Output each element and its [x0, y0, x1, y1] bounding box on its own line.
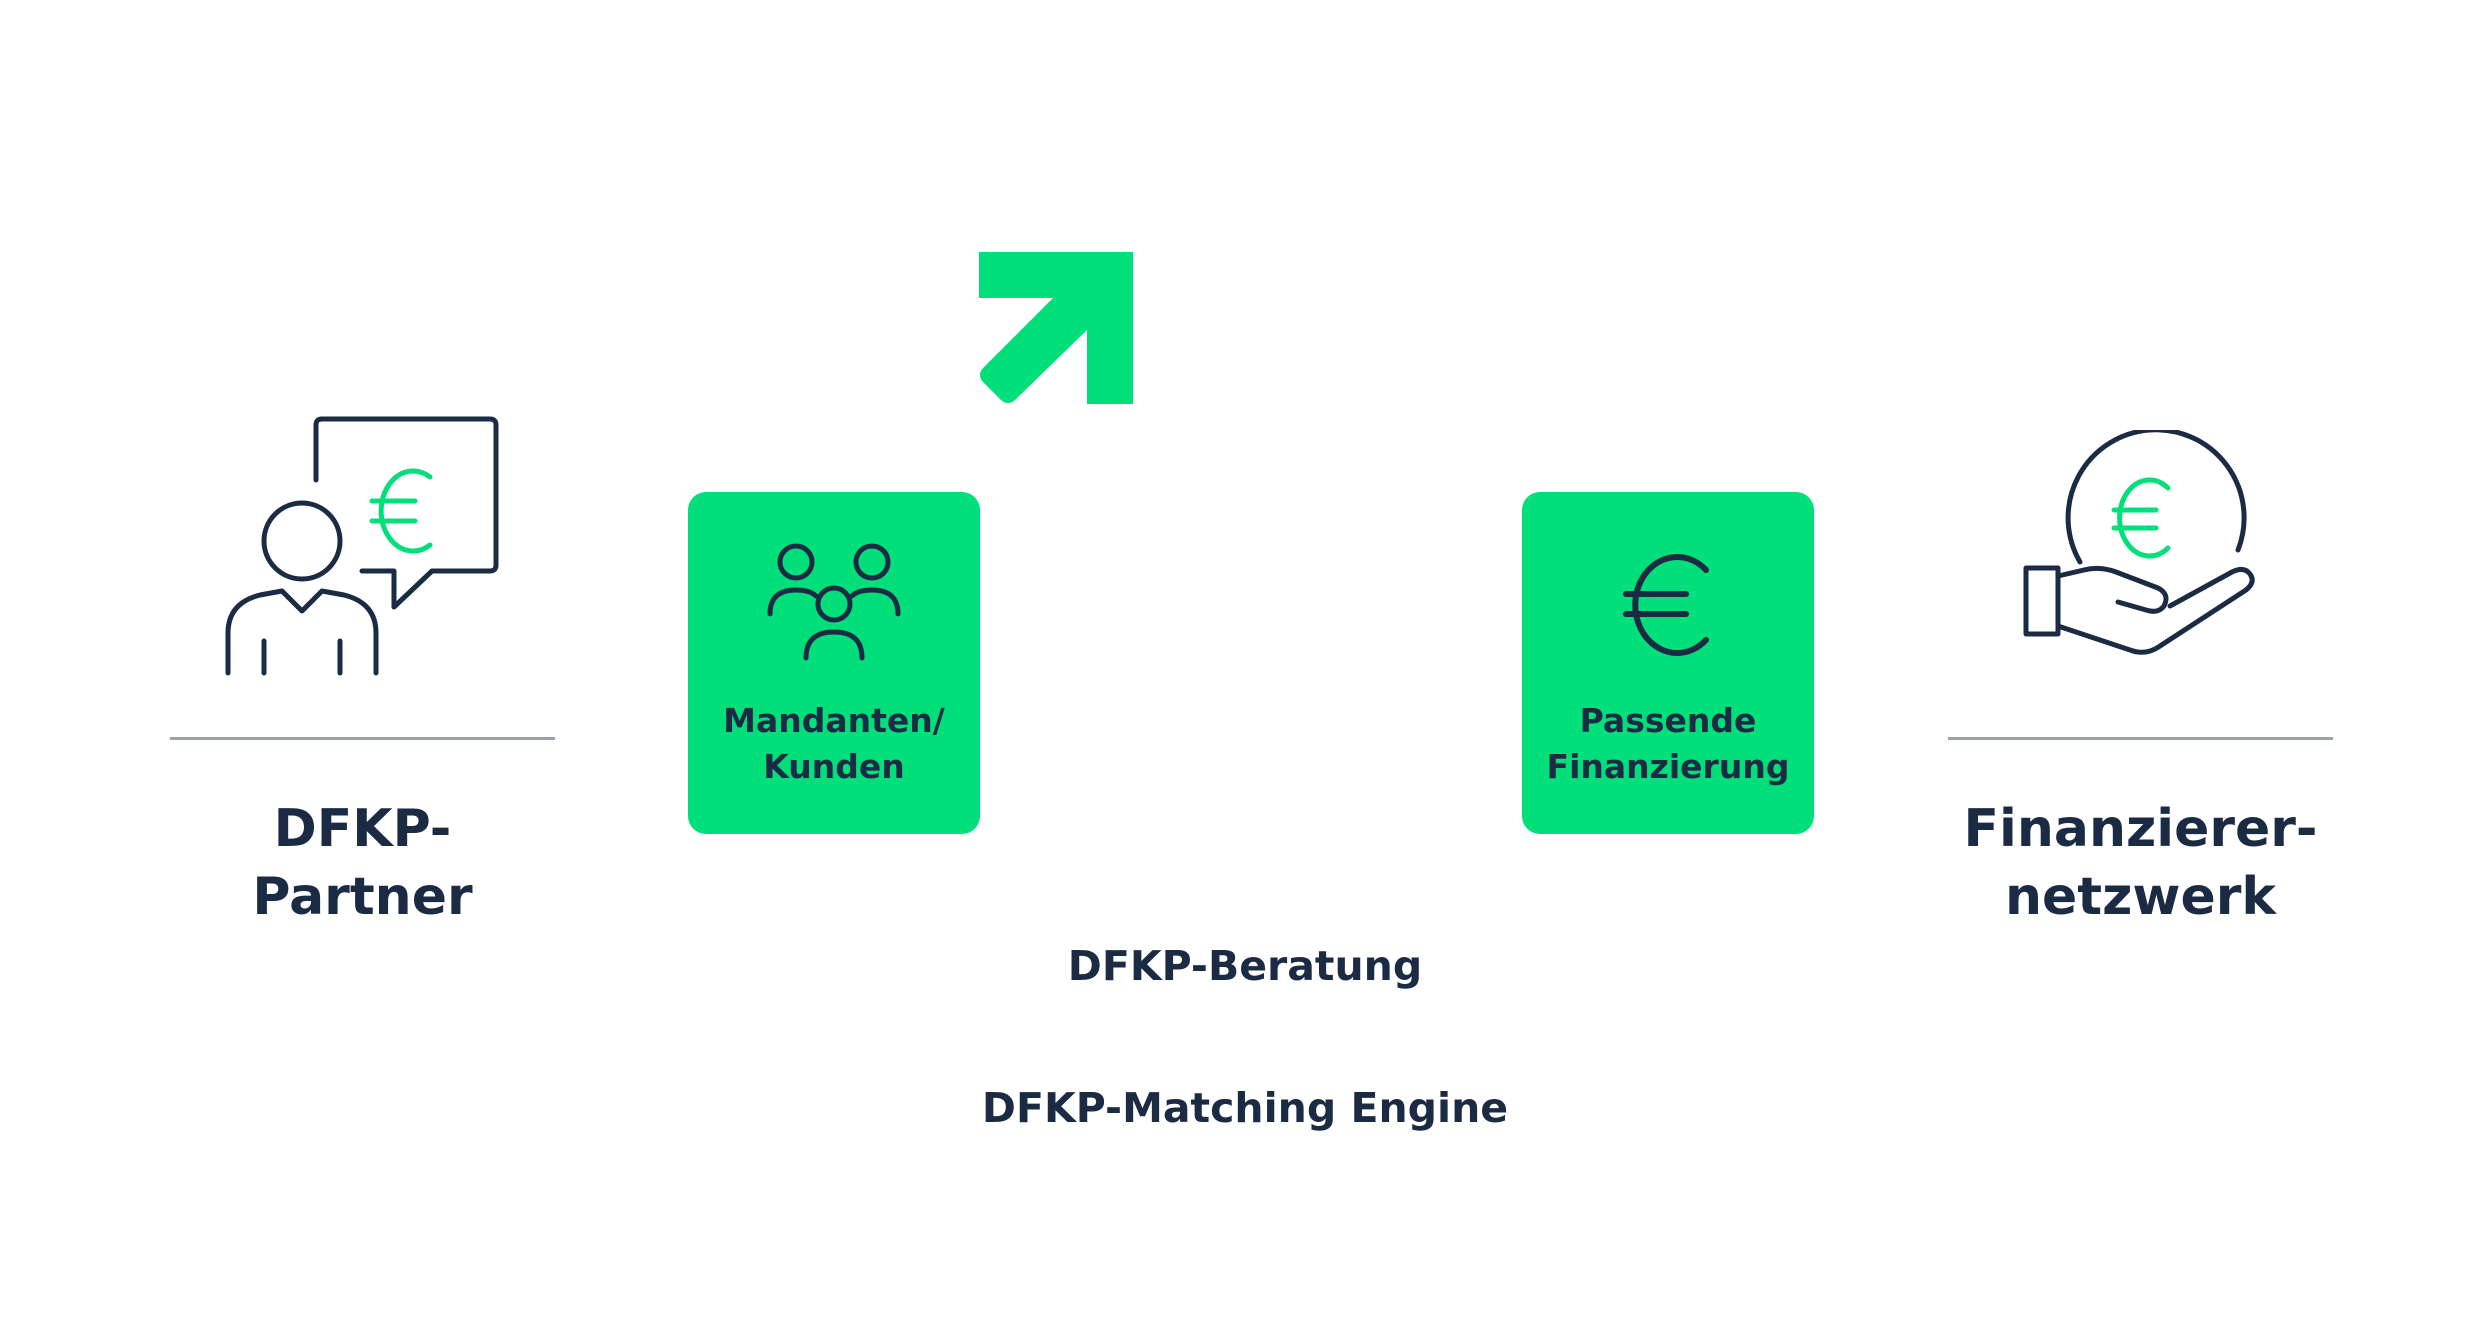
clients-label-line1: Mandanten/: [723, 701, 945, 740]
financier-network-title-line1: Finanzierer-: [1963, 799, 2318, 859]
financing-box: Passende Finanzierung: [1522, 492, 1814, 834]
clients-label-line2: Kunden: [763, 747, 905, 786]
clients-label: Mandanten/ Kunden: [688, 698, 980, 790]
hand-holding-euro-coin-icon: [2020, 430, 2260, 660]
financier-network-title-line2: netzwerk: [2005, 867, 2276, 927]
group-of-people-icon: [766, 542, 902, 664]
partner-title-line1: DFKP-: [273, 799, 452, 859]
arrow-up-right-icon: [975, 248, 1137, 408]
matching-engine-label: DFKP-Matching Engine: [981, 1084, 1509, 1132]
clients-box: Mandanten/ Kunden: [688, 492, 980, 834]
advisory-label: DFKP-Beratung: [1067, 942, 1423, 990]
financing-label-line2: Finanzierung: [1546, 747, 1790, 786]
financing-label-line1: Passende: [1579, 701, 1757, 740]
right-divider: [1948, 737, 2333, 740]
euro-icon: [1622, 552, 1714, 656]
partner-title: DFKP- Partner: [170, 795, 555, 931]
partner-title-line2: Partner: [252, 867, 473, 927]
financier-network-title: Finanzierer- netzwerk: [1948, 795, 2333, 931]
financing-label: Passende Finanzierung: [1522, 698, 1814, 790]
left-divider: [170, 737, 555, 740]
person-with-euro-speech-bubble-icon: [220, 415, 510, 680]
